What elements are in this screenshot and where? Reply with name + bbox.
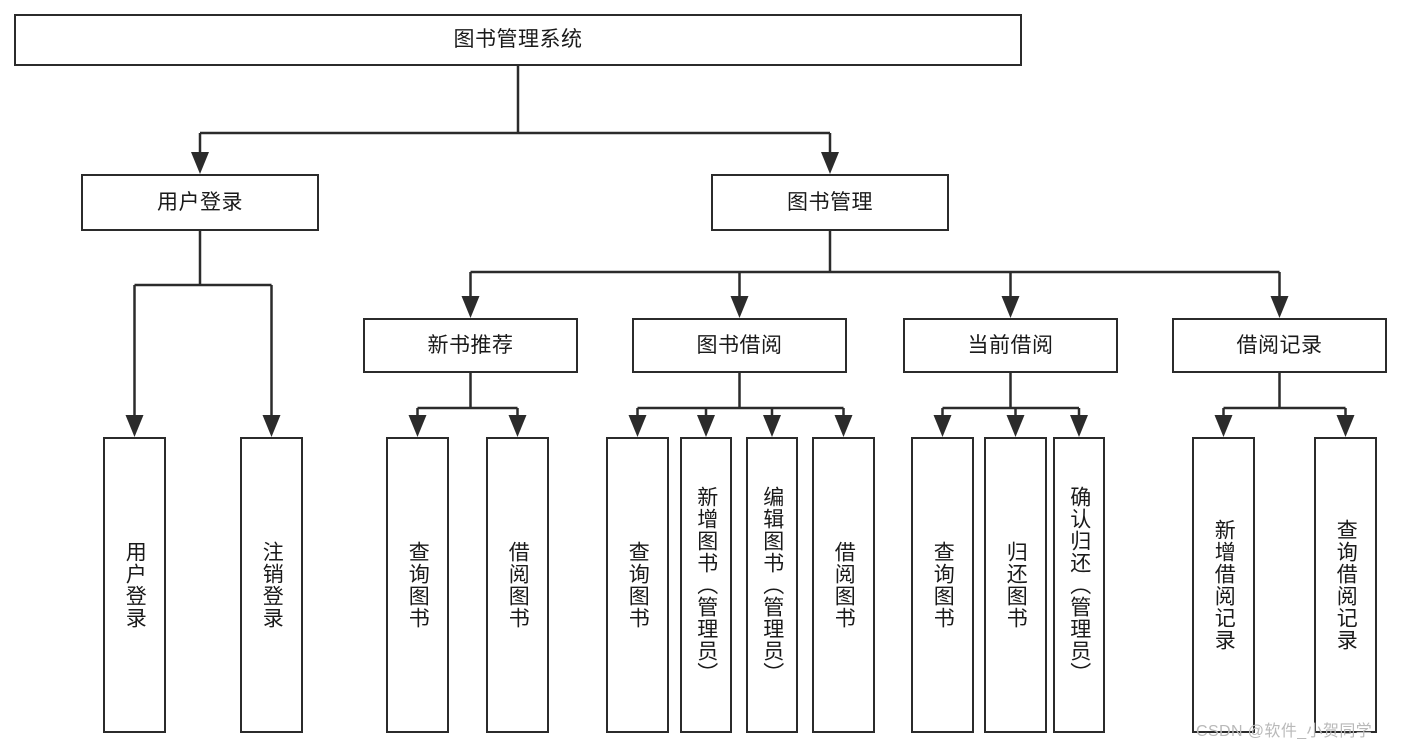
arrow-head-icon bbox=[763, 415, 781, 437]
node-label: 图书管理系统 bbox=[453, 28, 583, 52]
arrow-head-icon bbox=[1336, 415, 1355, 437]
node-book-manage[interactable]: 图书管理 bbox=[711, 174, 949, 231]
arrow-head-icon bbox=[697, 415, 715, 437]
node-leaf-rec-add[interactable]: 新增借阅记录 bbox=[1192, 437, 1255, 733]
node-leaf-cur-return[interactable]: 归还图书 bbox=[984, 437, 1047, 733]
node-leaf-cur-confirm[interactable]: 确认归还（管理员） bbox=[1053, 437, 1105, 733]
arrow-head-icon bbox=[408, 415, 427, 437]
node-label: 图书管理 bbox=[787, 190, 873, 214]
node-label: 确认归还（管理员） bbox=[1067, 486, 1091, 684]
arrow-head-icon bbox=[1270, 296, 1289, 318]
node-label: 新增借阅记录 bbox=[1212, 519, 1236, 651]
node-root[interactable]: 图书管理系统 bbox=[14, 14, 1022, 66]
node-leaf-user-logout[interactable]: 注销登录 bbox=[240, 437, 303, 733]
node-user-login[interactable]: 用户登录 bbox=[81, 174, 319, 231]
arrow-head-icon bbox=[730, 296, 749, 318]
node-leaf-borrow-add[interactable]: 新增图书（管理员） bbox=[680, 437, 732, 733]
arrow-head-icon bbox=[262, 415, 281, 437]
node-label: 借阅图书 bbox=[506, 541, 530, 629]
arrow-head-icon bbox=[1070, 415, 1088, 437]
node-label: 新书推荐 bbox=[427, 333, 514, 357]
node-label: 图书借阅 bbox=[696, 333, 783, 357]
node-book-borrow[interactable]: 图书借阅 bbox=[632, 318, 847, 373]
arrow-head-icon bbox=[628, 415, 647, 437]
node-label: 查询图书 bbox=[626, 541, 650, 629]
arrow-head-icon bbox=[125, 415, 144, 437]
node-label: 用户登录 bbox=[123, 541, 147, 629]
arrow-head-icon bbox=[508, 415, 527, 437]
node-label: 编辑图书（管理员） bbox=[760, 486, 784, 684]
node-label: 归还图书 bbox=[1004, 541, 1028, 629]
node-leaf-user-login[interactable]: 用户登录 bbox=[103, 437, 166, 733]
node-current-borrow[interactable]: 当前借阅 bbox=[903, 318, 1118, 373]
node-leaf-borrow-lend[interactable]: 借阅图书 bbox=[812, 437, 875, 733]
arrow-head-icon bbox=[834, 415, 853, 437]
arrow-head-icon bbox=[821, 152, 839, 174]
node-leaf-borrow-edit[interactable]: 编辑图书（管理员） bbox=[746, 437, 798, 733]
node-label: 查询图书 bbox=[931, 541, 955, 629]
node-new-book-rec[interactable]: 新书推荐 bbox=[363, 318, 578, 373]
node-label: 注销登录 bbox=[260, 541, 284, 629]
arrow-head-icon bbox=[1214, 415, 1233, 437]
arrow-head-icon bbox=[933, 415, 952, 437]
node-borrow-records[interactable]: 借阅记录 bbox=[1172, 318, 1387, 373]
node-label: 用户登录 bbox=[157, 190, 243, 214]
node-leaf-cur-query[interactable]: 查询图书 bbox=[911, 437, 974, 733]
node-label: 查询借阅记录 bbox=[1334, 519, 1358, 651]
arrow-head-icon bbox=[1006, 415, 1025, 437]
node-leaf-rec-query[interactable]: 查询图书 bbox=[386, 437, 449, 733]
node-leaf-borrow-query[interactable]: 查询图书 bbox=[606, 437, 669, 733]
node-label: 借阅图书 bbox=[832, 541, 856, 629]
arrow-head-icon bbox=[191, 152, 209, 174]
node-label: 新增图书（管理员） bbox=[694, 486, 718, 684]
node-label: 当前借阅 bbox=[967, 333, 1054, 357]
node-label: 借阅记录 bbox=[1236, 333, 1323, 357]
node-label: 查询图书 bbox=[406, 541, 430, 629]
arrow-head-icon bbox=[1001, 296, 1020, 318]
watermark-text: CSDN @软件_小贺同学 bbox=[1196, 723, 1373, 740]
node-leaf-rec-query2[interactable]: 查询借阅记录 bbox=[1314, 437, 1377, 733]
arrow-head-icon bbox=[461, 296, 480, 318]
node-leaf-rec-borrow[interactable]: 借阅图书 bbox=[486, 437, 549, 733]
